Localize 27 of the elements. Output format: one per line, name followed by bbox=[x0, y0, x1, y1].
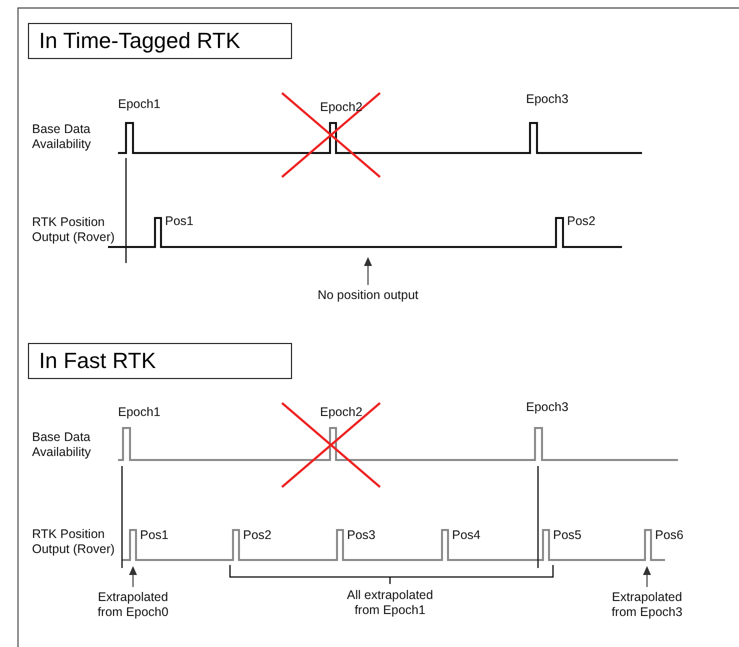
section-title: In Fast RTK bbox=[28, 343, 292, 379]
position-label: Pos4 bbox=[452, 528, 480, 543]
epoch-label: Epoch1 bbox=[118, 97, 160, 112]
leader-arrow bbox=[129, 566, 137, 588]
epoch-label: Epoch3 bbox=[526, 92, 568, 107]
position-label: Pos5 bbox=[553, 528, 582, 543]
signal-label: RTK Position Output (Rover) bbox=[32, 215, 116, 245]
epoch-label: Epoch2 bbox=[320, 100, 362, 115]
annotation-text: No position output bbox=[298, 288, 438, 303]
annotation-text: Extrapolated from Epoch3 bbox=[603, 590, 691, 620]
position-label: Pos1 bbox=[140, 528, 168, 543]
annotation-text: Extrapolated from Epoch0 bbox=[89, 590, 177, 620]
bracket-label: All extrapolated from Epoch1 bbox=[346, 588, 434, 618]
epoch-label: Epoch2 bbox=[320, 405, 362, 420]
position-label: Pos6 bbox=[655, 528, 684, 543]
position-label: Pos1 bbox=[165, 214, 194, 229]
position-label: Pos3 bbox=[347, 528, 376, 543]
leader-arrow bbox=[364, 257, 372, 286]
epoch-label: Epoch3 bbox=[526, 400, 568, 415]
position-label: Pos2 bbox=[567, 214, 596, 229]
section-title: In Time-Tagged RTK bbox=[28, 23, 292, 59]
signal-label: Base Data Availability bbox=[32, 430, 92, 460]
signal-label: RTK Position Output (Rover) bbox=[32, 527, 116, 557]
position-label: Pos2 bbox=[243, 528, 272, 543]
leader-arrow bbox=[643, 566, 651, 588]
epoch-label: Epoch1 bbox=[118, 405, 160, 420]
signal-label: Base Data Availability bbox=[32, 122, 92, 152]
